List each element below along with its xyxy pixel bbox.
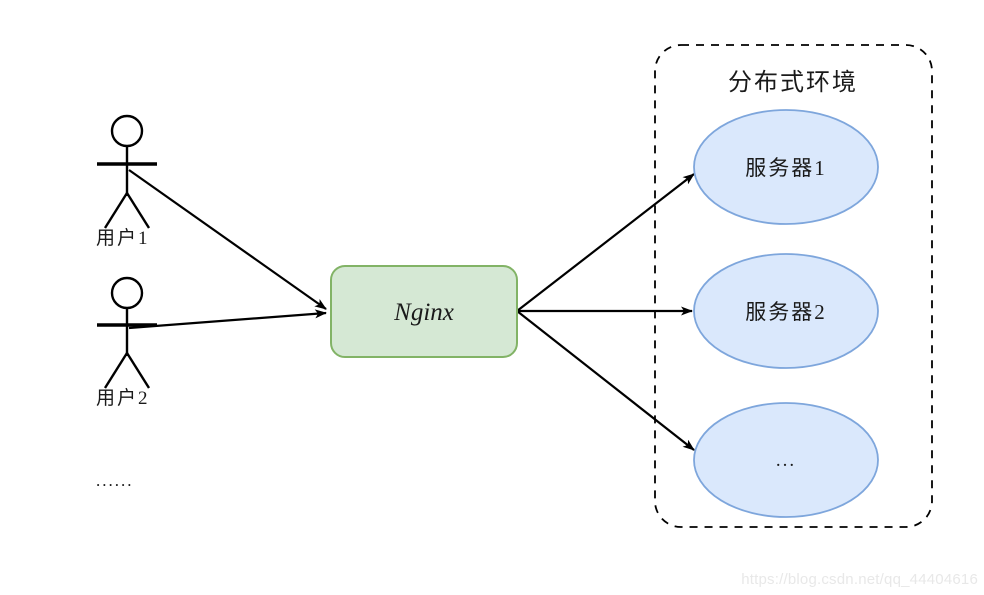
node-server1[interactable]: 服务器1 (693, 109, 879, 225)
server3-label: ... (776, 450, 796, 471)
actor-leg-right (125, 192, 151, 229)
stick-figure-icon (97, 114, 157, 229)
watermark: https://blog.csdn.net/qq_44404616 (741, 571, 978, 588)
connection-nginx-to-server3 (516, 310, 695, 451)
actors-more-ellipsis: ...... (96, 471, 134, 490)
stick-figure-icon (97, 276, 157, 389)
nginx-label: Nginx (393, 299, 454, 326)
actor-leg-left (103, 352, 129, 389)
server2-label: 服务器2 (745, 300, 827, 324)
node-server2[interactable]: 服务器2 (693, 253, 879, 369)
connection-user1-to-nginx (128, 169, 327, 310)
arrow-line (128, 309, 327, 330)
arrow-line (516, 310, 695, 451)
actor-head (110, 276, 144, 310)
nginx-box (330, 265, 518, 358)
server1-ellipse (693, 109, 879, 225)
arrow-line (516, 173, 695, 312)
actor-user1[interactable]: 用户1 (96, 114, 157, 249)
server3-ellipse (693, 402, 879, 518)
node-nginx[interactable]: Nginx (330, 265, 518, 358)
group-dashed-border (654, 44, 933, 528)
actor-leg-left (103, 192, 129, 229)
actor-leg-right (125, 352, 151, 389)
distributed-environment-group: 分布式环境 (654, 44, 933, 528)
server1-label: 服务器1 (745, 156, 827, 180)
actor-head (110, 114, 144, 148)
node-server3[interactable]: ... (693, 402, 879, 518)
connection-user2-to-nginx (128, 309, 327, 330)
connection-nginx-to-server1 (516, 173, 695, 312)
actor-label-user2: 用户2 (96, 387, 150, 409)
actor-user2[interactable]: 用户2 (96, 276, 157, 409)
group-title: 分布式环境 (728, 69, 858, 96)
actor-label-user1: 用户1 (96, 227, 150, 249)
arrow-line (128, 169, 327, 310)
server2-ellipse (693, 253, 879, 369)
